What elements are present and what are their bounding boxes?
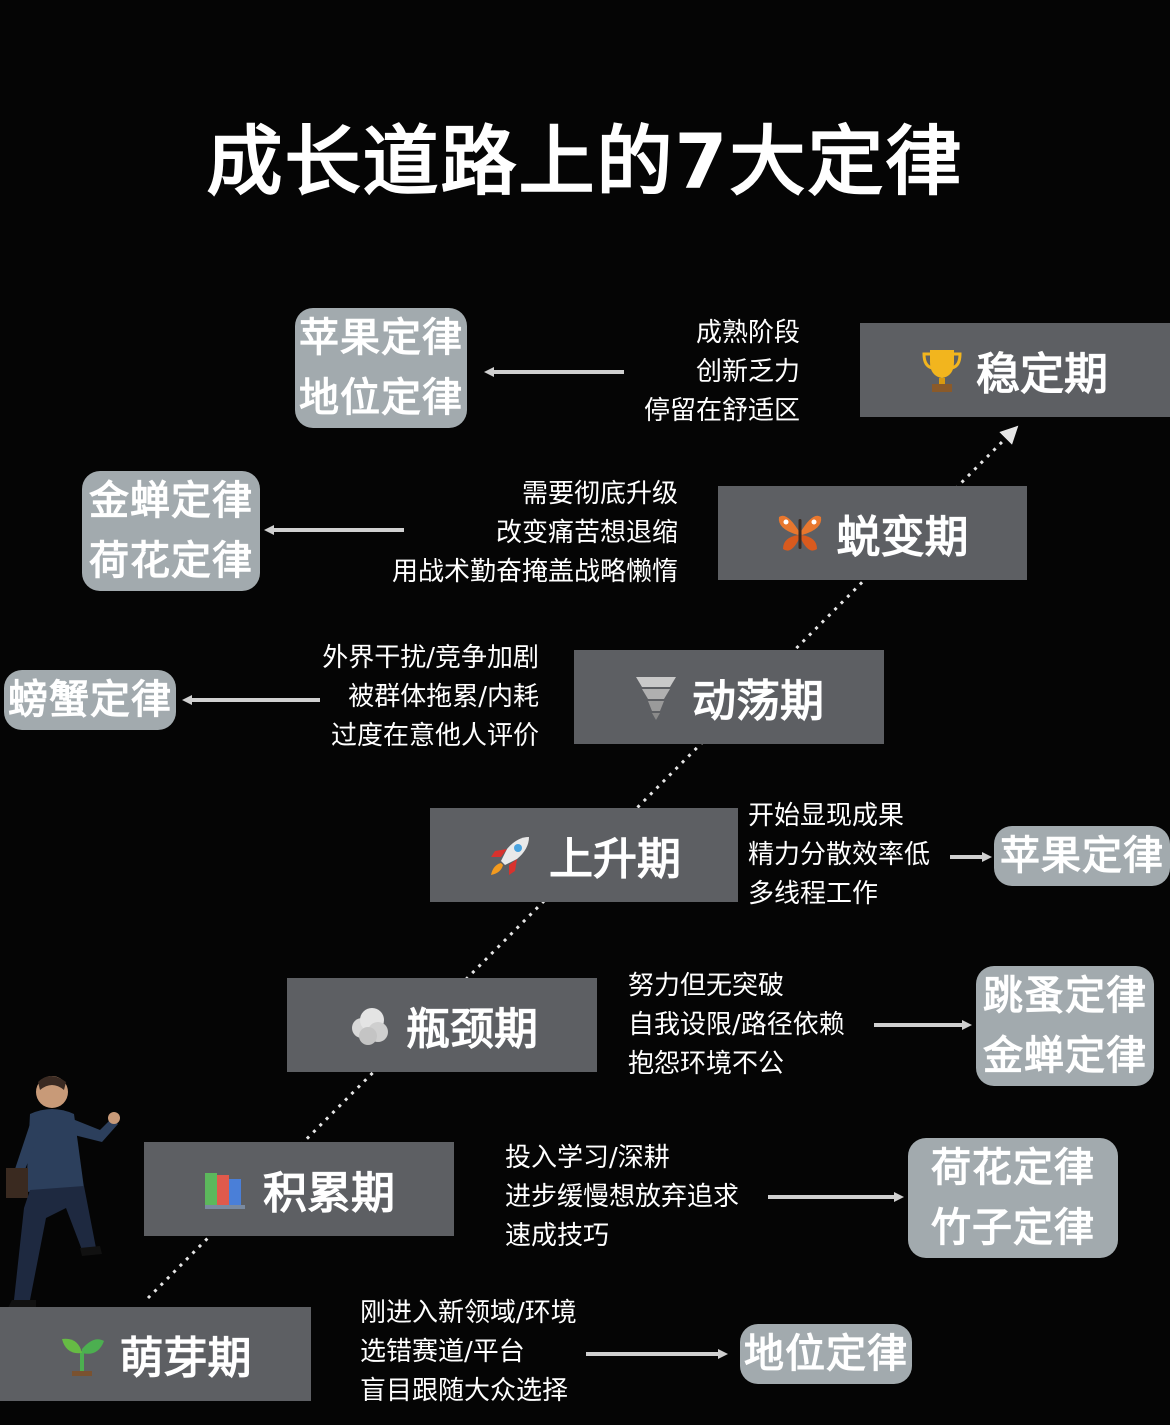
desc-line: 选错赛道/平台 bbox=[360, 1337, 525, 1367]
desc-line: 过度在意他人评价 bbox=[330, 721, 539, 751]
desc-line: 精力分散效率低 bbox=[748, 840, 931, 870]
stage-label: 蜕变期 bbox=[836, 512, 969, 563]
desc-line: 用战术勤奋掩盖战略懒惰 bbox=[391, 557, 678, 587]
law-name: 金蝉定律 bbox=[983, 1033, 1147, 1079]
law-name: 螃蟹定律 bbox=[8, 677, 172, 723]
desc-line: 创新乏力 bbox=[695, 357, 800, 387]
law-name: 荷花定律 bbox=[931, 1145, 1095, 1191]
law-name: 地位定律 bbox=[299, 375, 463, 421]
stage-bottleneck: 瓶颈期 bbox=[287, 978, 597, 1072]
stage-transform: 蜕变期 bbox=[718, 486, 1027, 580]
law-box: 荷花定律 竹子定律 bbox=[908, 1138, 1118, 1258]
stage-description: 刚进入新领域/环境 选错赛道/平台 盲目跟随大众选择 bbox=[360, 1294, 577, 1411]
desc-line: 改变痛苦想退缩 bbox=[495, 518, 678, 548]
stage-description: 需要彻底升级 改变痛苦想退缩 用战术勤奋掩盖战略懒惰 bbox=[392, 475, 678, 592]
trophy-icon bbox=[922, 350, 962, 392]
law-name: 跳蚤定律 bbox=[983, 973, 1147, 1019]
rocket-icon bbox=[491, 837, 529, 875]
desc-line: 自我设限/路径依赖 bbox=[628, 1010, 845, 1040]
stage-label: 萌芽期 bbox=[119, 1333, 252, 1384]
stage-description: 成熟阶段 创新乏力 停留在舒适区 bbox=[644, 314, 800, 431]
law-name: 苹果定律 bbox=[299, 315, 463, 361]
law-box: 金蝉定律 荷花定律 bbox=[82, 471, 260, 591]
stage-label: 上升期 bbox=[549, 834, 681, 885]
stage-rising: 上升期 bbox=[430, 808, 738, 902]
desc-line: 多线程工作 bbox=[748, 879, 879, 909]
desc-line: 被群体拖累/内耗 bbox=[348, 682, 539, 712]
stage-label: 瓶颈期 bbox=[406, 1004, 538, 1055]
butterfly-icon bbox=[778, 515, 821, 551]
law-box: 跳蚤定律 金蝉定律 bbox=[976, 966, 1154, 1086]
sprout-icon bbox=[61, 1338, 104, 1376]
desc-line: 成熟阶段 bbox=[695, 318, 800, 348]
desc-line: 努力但无突破 bbox=[628, 971, 785, 1001]
stage-description: 努力但无突破 自我设限/路径依赖 抱怨环境不公 bbox=[628, 967, 845, 1084]
books-icon bbox=[205, 1173, 245, 1209]
page-title: 成长道路上的7大定律 bbox=[206, 117, 964, 206]
desc-line: 抱怨环境不公 bbox=[628, 1049, 785, 1079]
stage-description: 投入学习/深耕 进步缓慢想放弃追求 速成技巧 bbox=[505, 1139, 739, 1256]
desc-line: 盲目跟随大众选择 bbox=[360, 1376, 569, 1406]
desc-line: 投入学习/深耕 bbox=[505, 1143, 670, 1173]
desc-line: 刚进入新领域/环境 bbox=[360, 1298, 577, 1328]
stage-stable: 稳定期 bbox=[860, 323, 1170, 417]
desc-line: 开始显现成果 bbox=[748, 801, 905, 831]
law-box: 苹果定律 地位定律 bbox=[295, 308, 467, 428]
desc-line: 需要彻底升级 bbox=[521, 479, 678, 509]
law-box: 地位定律 bbox=[740, 1324, 912, 1384]
stage-label: 稳定期 bbox=[976, 349, 1108, 400]
law-box: 螃蟹定律 bbox=[4, 670, 176, 730]
tornado-icon bbox=[636, 677, 676, 720]
law-name: 荷花定律 bbox=[89, 538, 253, 584]
law-box: 苹果定律 bbox=[994, 826, 1170, 886]
law-name: 金蝉定律 bbox=[89, 478, 253, 524]
law-name: 苹果定律 bbox=[1000, 833, 1164, 879]
law-name: 竹子定律 bbox=[931, 1205, 1095, 1251]
stage-sprout: 萌芽期 bbox=[0, 1307, 311, 1401]
stage-accumulate: 积累期 bbox=[144, 1142, 454, 1236]
stage-description: 外界干扰/竞争加剧 被群体拖累/内耗 过度在意他人评价 bbox=[322, 639, 539, 756]
climbing-person-figure bbox=[6, 1076, 120, 1308]
law-name: 地位定律 bbox=[744, 1331, 908, 1377]
desc-line: 停留在舒适区 bbox=[643, 396, 800, 426]
desc-line: 外界干扰/竞争加剧 bbox=[322, 643, 539, 673]
stage-turbulent: 动荡期 bbox=[574, 650, 884, 744]
desc-line: 进步缓慢想放弃追求 bbox=[505, 1182, 740, 1212]
stage-description: 开始显现成果 精力分散效率低 多线程工作 bbox=[748, 797, 930, 914]
stage-label: 动荡期 bbox=[692, 676, 824, 727]
stage-label: 积累期 bbox=[263, 1168, 395, 1219]
cloud-icon bbox=[352, 1008, 388, 1045]
desc-line: 速成技巧 bbox=[505, 1221, 610, 1251]
